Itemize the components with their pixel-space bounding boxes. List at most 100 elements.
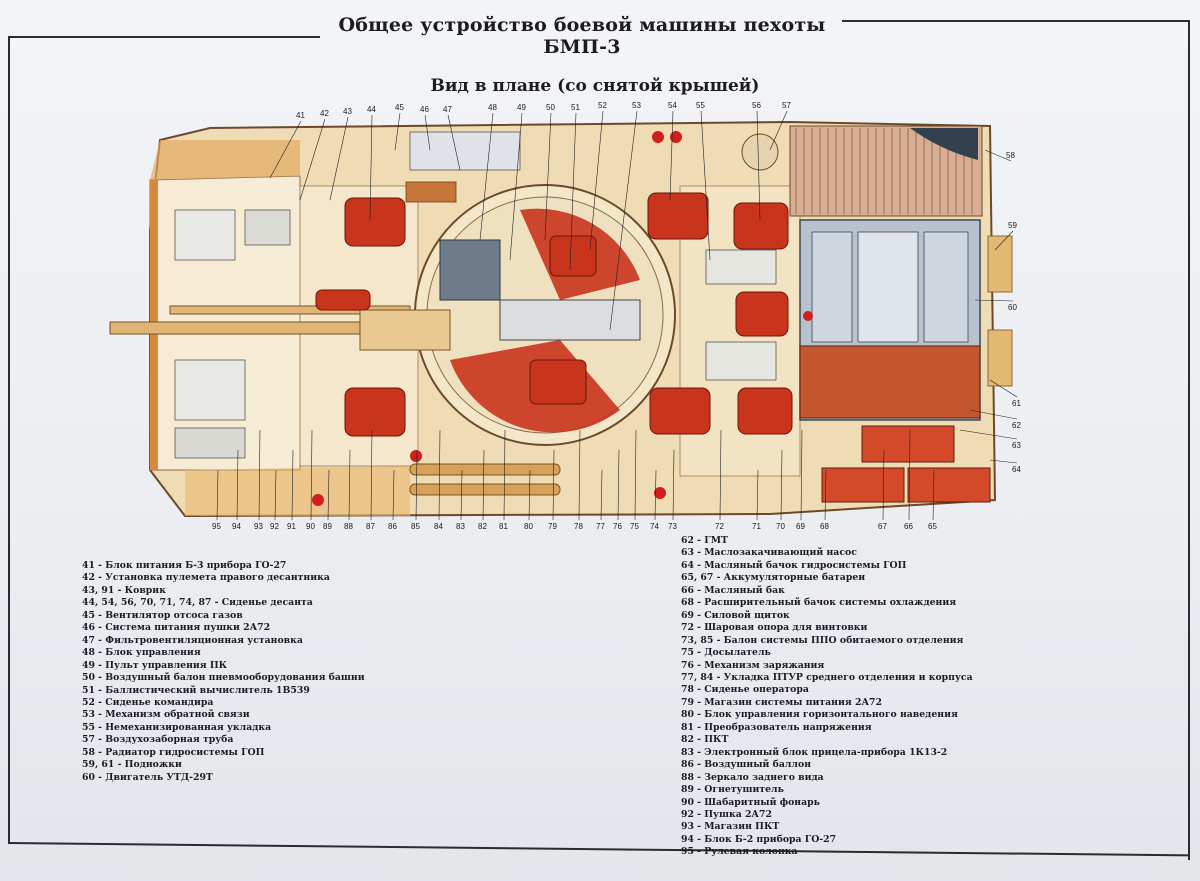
callout-number: 79 [548, 522, 557, 531]
callout-leader [700, 110, 711, 261]
callout-leader [528, 469, 531, 521]
legend-item: 72 - Шаровая опора для винтовки [681, 622, 868, 634]
callout-leader [609, 110, 638, 331]
callout-number: 77 [596, 522, 605, 531]
legend-item: 45 - Вентилятор отсоса газов [82, 609, 243, 621]
legend-item: 78 - Сиденье оператора [681, 684, 809, 696]
legend-item: 68 - Расширительный бачок системы охлажд… [681, 597, 957, 609]
callout-number: 57 [782, 101, 791, 110]
callout-number: 74 [650, 522, 659, 531]
callout-leader [299, 118, 326, 201]
callout-leader [479, 112, 494, 241]
legend-item: 62 - ГМТ [681, 535, 728, 546]
callout-number: 43 [343, 107, 352, 116]
legend-item: 44, 54, 56, 70, 71, 74, 87 - Сиденье дес… [82, 597, 313, 609]
legend-item: 46 - Система питания пушки 2А72 [82, 622, 271, 634]
callout-number: 90 [306, 522, 315, 531]
callout-leader [882, 449, 885, 521]
callout-leader [719, 429, 722, 521]
callout-number: 94 [232, 522, 241, 531]
callout-leader [600, 469, 603, 521]
callout-leader [291, 449, 294, 521]
callout-leader [438, 429, 441, 521]
callout-number: 84 [434, 522, 443, 531]
atgm-stowage [409, 463, 561, 496]
callout-number: 86 [388, 522, 397, 531]
callout-leader [552, 449, 555, 521]
callout-leader [329, 116, 349, 201]
callout-number: 69 [796, 522, 805, 531]
legend-item: 51 - Баллистический вычислитель 1В539 [82, 684, 310, 696]
callout-leader [447, 114, 461, 171]
legend-item: 92 - Пушка 2А72 [681, 808, 772, 820]
callout-leader [800, 429, 803, 521]
legend-item: 63 - Маслозакачивающий насос [681, 547, 857, 559]
callout-leader [969, 409, 1018, 420]
callout-leader [672, 449, 675, 521]
callout-number: 89 [323, 522, 332, 531]
legend-item: 81 - Преобразователь напряжения [681, 721, 872, 733]
callout-leader [669, 110, 674, 201]
frame-line-right [1188, 20, 1190, 860]
legend-item: 48 - Блок управления [82, 647, 201, 659]
callout-number: 64 [1012, 465, 1021, 474]
legend-item: 58 - Радиатор гидросистемы ГОП [82, 746, 265, 758]
callout-leader [394, 112, 401, 151]
callout-number: 76 [613, 522, 622, 531]
callout-number: 62 [1012, 421, 1021, 430]
callout-number: 59 [1008, 221, 1017, 230]
callout-leader [908, 429, 911, 521]
callout-leader [974, 299, 1014, 302]
legend-item: 75 - Досылатель [681, 647, 771, 659]
legend-item: 94 - Блок Б-2 прибора ГО-27 [681, 833, 837, 845]
legend-item: 88 - Зеркало заднего вида [681, 771, 824, 783]
callout-leader [327, 469, 330, 521]
callout-leader [482, 449, 485, 521]
callout-number: 82 [478, 522, 487, 531]
callout-leader [415, 449, 418, 521]
callout-leader [994, 230, 1014, 251]
callout-leader [216, 469, 219, 521]
callout-number: 91 [287, 522, 296, 531]
legend-item: 55 - Немеханизированная укладка [82, 721, 272, 733]
callout-number: 93 [254, 522, 263, 531]
callout-number: 70 [776, 522, 785, 531]
callout-number: 48 [488, 103, 497, 112]
legend-item: 77, 84 - Укладка ПТУР среднего отделения… [681, 671, 973, 683]
callout-number: 45 [395, 103, 404, 112]
callout-leader [424, 114, 431, 151]
callout-leader [780, 449, 783, 521]
callout-leader [269, 120, 302, 179]
callout-number: 81 [499, 522, 508, 531]
callout-number: 75 [630, 522, 639, 531]
legend-item: 64 - Масляный бачок гидросистемы ГОП [681, 559, 907, 571]
legend-item: 90 - Шабаритный фонарь [681, 796, 820, 808]
legend-item: 83 - Электронный блок прицела-прибора 1К… [681, 746, 948, 758]
legend-item: 57 - Воздухозаборная труба [82, 734, 234, 746]
legend-item: 42 - Установка пулемета правого десантни… [82, 572, 330, 584]
legend-item: 60 - Двигатель УТД-29Т [82, 771, 213, 783]
callout-number: 49 [517, 103, 526, 112]
callout-number: 63 [1012, 441, 1021, 450]
frame-line-top-right [842, 20, 1190, 22]
callout-leader [989, 379, 1018, 398]
callout-number: 71 [752, 522, 761, 531]
view-subtitle: Вид в плане (со снятой крышей) [430, 76, 760, 96]
main-gun [109, 305, 451, 351]
callout-number: 83 [456, 522, 465, 531]
legend-item: 52 - Сиденье командира [82, 696, 214, 708]
legend-item: 93 - Магазин ПКТ [681, 821, 780, 833]
callout-number: 54 [668, 101, 677, 110]
callout-leader [756, 110, 761, 221]
callout-leader [769, 110, 788, 151]
seats [315, 192, 793, 437]
callout-number: 78 [574, 522, 583, 531]
callout-number: 53 [632, 101, 641, 110]
callout-leader [617, 449, 620, 521]
callout-number: 85 [411, 522, 420, 531]
callout-number: 56 [752, 101, 761, 110]
callout-number: 61 [1012, 399, 1021, 408]
legend-item: 82 - ПКТ [681, 734, 729, 746]
